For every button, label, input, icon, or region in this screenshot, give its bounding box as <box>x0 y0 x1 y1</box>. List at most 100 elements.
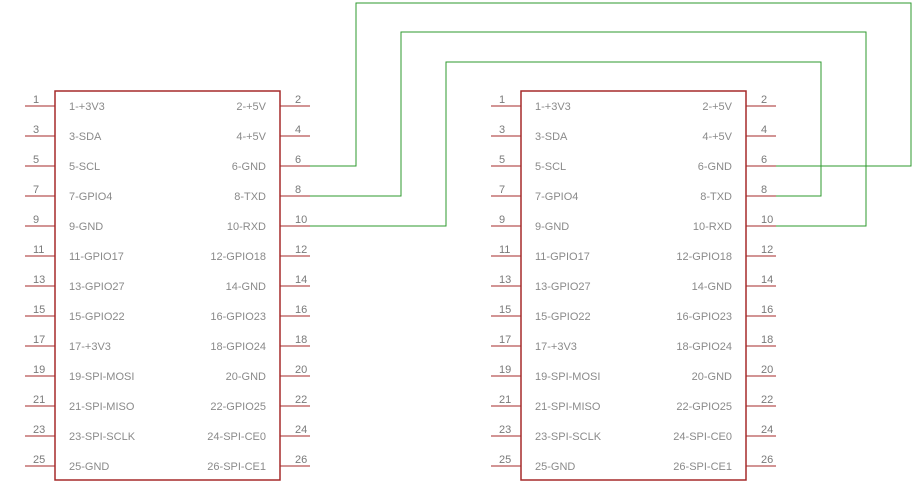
pin-label: 12-GPIO18 <box>676 251 732 263</box>
pin-label: 7-GPIO4 <box>69 191 112 203</box>
pin-number: 4 <box>761 124 767 136</box>
pin-number: 13 <box>499 274 511 286</box>
pin-label: 19-SPI-MOSI <box>69 371 134 383</box>
pin-number: 4 <box>295 124 301 136</box>
pin-number: 22 <box>761 394 773 406</box>
pin-label: 20-GND <box>692 371 732 383</box>
pin-label: 25-GND <box>69 461 109 473</box>
pin-label: 17-+3V3 <box>69 341 111 353</box>
pin-number: 26 <box>295 454 307 466</box>
pin-number: 14 <box>295 274 307 286</box>
pin-label: 16-GPIO23 <box>676 311 732 323</box>
pin-label: 3-SDA <box>69 131 102 143</box>
pin-number: 17 <box>33 334 45 346</box>
pin-number: 21 <box>33 394 45 406</box>
pin-label: 6-GND <box>232 161 266 173</box>
pin-number: 15 <box>33 304 45 316</box>
pin-label: 5-SCL <box>535 161 566 173</box>
pin-number: 24 <box>761 424 773 436</box>
pin-label: 9-GND <box>535 221 569 233</box>
pin-number: 14 <box>761 274 773 286</box>
pin-label: 18-GPIO24 <box>676 341 732 353</box>
pin-label: 5-SCL <box>69 161 100 173</box>
pin-number: 18 <box>295 334 307 346</box>
pin-number: 25 <box>33 454 45 466</box>
pin-number: 13 <box>33 274 45 286</box>
pin-number: 18 <box>761 334 773 346</box>
pin-number: 20 <box>761 364 773 376</box>
pin-number: 11 <box>33 244 44 256</box>
pin-number: 3 <box>499 124 505 136</box>
pin-number: 16 <box>761 304 773 316</box>
pin-label: 26-SPI-CE1 <box>673 461 732 473</box>
pin-number: 16 <box>295 304 307 316</box>
pin-number: 9 <box>33 214 39 226</box>
gpio-header-left: 11-+3V333-SDA55-SCL77-GPIO499-GND1111-GP… <box>25 90 310 481</box>
pin-label: 1-+3V3 <box>535 101 571 113</box>
pin-label: 11-GPIO17 <box>535 251 590 263</box>
wire-pin10-to-pin8 <box>310 61 822 227</box>
pin-label: 3-SDA <box>535 131 568 143</box>
pin-number: 23 <box>33 424 45 436</box>
pin-label: 22-GPIO25 <box>210 401 266 413</box>
pin-number: 6 <box>295 154 301 166</box>
pin-number: 2 <box>761 94 767 106</box>
pin-number: 26 <box>761 454 773 466</box>
pin-label: 2-+5V <box>236 101 266 113</box>
pin-label: 24-SPI-CE0 <box>673 431 732 443</box>
wire-pin6-to-pin6 <box>310 2 912 167</box>
gpio-header-right: 11-+3V333-SDA55-SCL77-GPIO499-GND1111-GP… <box>491 90 776 481</box>
pin-label: 12-GPIO18 <box>210 251 266 263</box>
pin-number: 20 <box>295 364 307 376</box>
pin-number: 19 <box>33 364 45 376</box>
pin-label: 21-SPI-MISO <box>69 401 135 413</box>
pin-label: 19-SPI-MOSI <box>535 371 600 383</box>
pin-number: 1 <box>499 94 505 106</box>
pin-number: 6 <box>761 154 767 166</box>
pin-number: 5 <box>33 154 39 166</box>
pin-number: 24 <box>295 424 307 436</box>
pin-number: 3 <box>33 124 39 136</box>
pin-number: 22 <box>295 394 307 406</box>
pin-label: 1-+3V3 <box>69 101 105 113</box>
pin-label: 26-SPI-CE1 <box>207 461 266 473</box>
pin-label: 14-GND <box>692 281 732 293</box>
pin-label: 15-GPIO22 <box>535 311 591 323</box>
pin-label: 24-SPI-CE0 <box>207 431 266 443</box>
pin-number: 21 <box>499 394 511 406</box>
pin-number: 5 <box>499 154 505 166</box>
pin-label: 9-GND <box>69 221 103 233</box>
pin-number: 10 <box>295 214 307 226</box>
pin-label: 17-+3V3 <box>535 341 577 353</box>
pin-label: 23-SPI-SCLK <box>69 431 136 443</box>
pin-number: 12 <box>295 244 307 256</box>
pin-number: 19 <box>499 364 511 376</box>
pin-label: 23-SPI-SCLK <box>535 431 602 443</box>
pin-number: 11 <box>499 244 510 256</box>
pin-label: 4-+5V <box>236 131 266 143</box>
pin-number: 7 <box>499 184 505 196</box>
pin-number: 17 <box>499 334 511 346</box>
pin-number: 15 <box>499 304 511 316</box>
pin-label: 13-GPIO27 <box>535 281 591 293</box>
pin-label: 25-GND <box>535 461 575 473</box>
pin-number: 25 <box>499 454 511 466</box>
pin-label: 4-+5V <box>702 131 732 143</box>
pin-label: 10-RXD <box>693 221 732 233</box>
pin-number: 2 <box>295 94 301 106</box>
pin-label: 20-GND <box>226 371 266 383</box>
pin-label: 2-+5V <box>702 101 732 113</box>
connection-wires <box>310 2 912 227</box>
pin-number: 8 <box>761 184 767 196</box>
pin-label: 10-RXD <box>227 221 266 233</box>
pin-label: 16-GPIO23 <box>210 311 266 323</box>
pin-number: 7 <box>33 184 39 196</box>
pin-number: 12 <box>761 244 773 256</box>
pin-label: 18-GPIO24 <box>210 341 266 353</box>
pin-label: 15-GPIO22 <box>69 311 125 323</box>
pin-label: 22-GPIO25 <box>676 401 732 413</box>
pin-label: 14-GND <box>226 281 266 293</box>
pin-label: 11-GPIO17 <box>69 251 124 263</box>
pin-label: 7-GPIO4 <box>535 191 578 203</box>
